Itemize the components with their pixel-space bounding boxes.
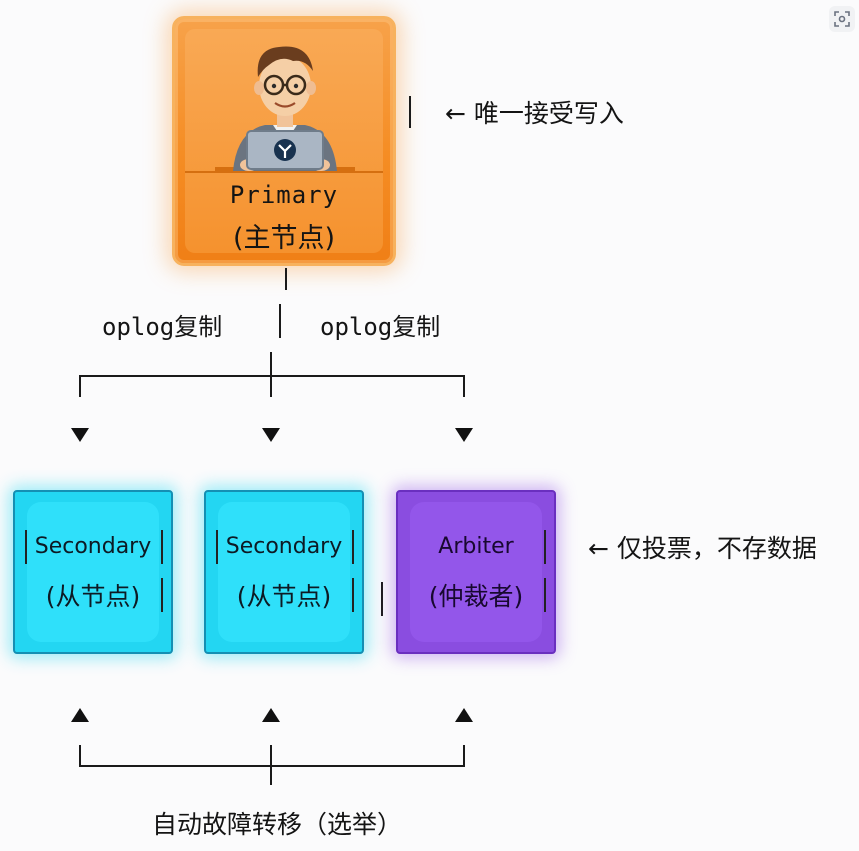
failover-rise-2: [270, 745, 272, 767]
node-title: Secondary: [34, 534, 152, 559]
developer-with-laptop-icon: [215, 31, 355, 173]
primary-title: Primary: [229, 181, 339, 209]
replication-drop-1: [79, 375, 81, 397]
arrow-up-icon: [71, 708, 89, 722]
arrow-down-icon: [71, 428, 89, 442]
failover-rise-3: [463, 745, 465, 767]
primary-note-bar: [409, 96, 411, 128]
mongodb-logo-icon: [278, 144, 292, 158]
arbiter-note: ← 仅投票，不存数据: [588, 534, 817, 563]
arrow-down-icon: [455, 428, 473, 442]
scan-icon[interactable]: [829, 6, 855, 32]
replication-drop-3: [463, 375, 465, 397]
arrow-up-icon: [455, 708, 473, 722]
primary-note: ← 唯一接受写入: [445, 99, 624, 128]
node-title: Arbiter: [438, 534, 514, 559]
failover-rise-1: [79, 745, 81, 767]
arbiter-node: Arbiter (仲裁者): [396, 490, 556, 654]
secondary-node-1: Secondary (从节点): [13, 490, 173, 654]
primary-subtitle: (主节点): [232, 223, 336, 254]
failover-label: 自动故障转移（选举）: [152, 810, 403, 839]
replication-bracket: [79, 375, 465, 377]
node-title: Secondary: [225, 534, 343, 559]
node-separator: [381, 582, 383, 616]
failover-bracket: [79, 765, 465, 767]
failover-stem: [270, 765, 272, 785]
replication-stem: [270, 352, 272, 376]
primary-stem: [285, 268, 287, 290]
oplog-separator: [279, 304, 281, 338]
replication-drop-2: [270, 375, 272, 397]
primary-node: Primary (主节点): [172, 16, 396, 266]
oplog-label-left: oplog复制: [102, 313, 223, 341]
node-subtitle: (从节点): [236, 582, 332, 611]
secondary-node-2: Secondary (从节点): [204, 490, 364, 654]
arrow-up-icon: [262, 708, 280, 722]
node-subtitle: (仲裁者): [428, 582, 524, 611]
node-subtitle: (从节点): [45, 582, 141, 611]
oplog-label-right: oplog复制: [320, 313, 441, 341]
arrow-down-icon: [262, 428, 280, 442]
